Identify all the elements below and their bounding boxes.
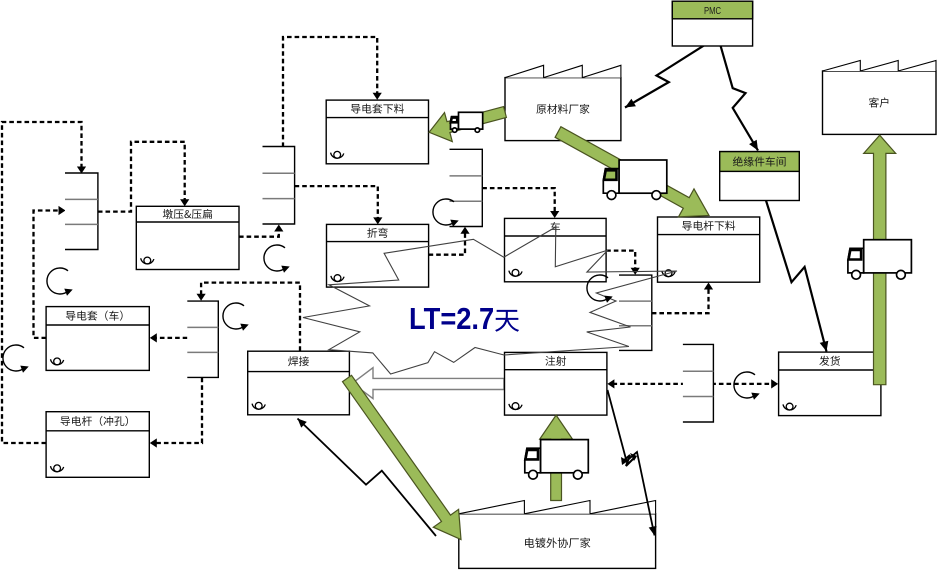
svg-text:PMC: PMC — [704, 6, 721, 17]
svg-text:LT=2.7: LT=2.7 — [409, 302, 494, 336]
